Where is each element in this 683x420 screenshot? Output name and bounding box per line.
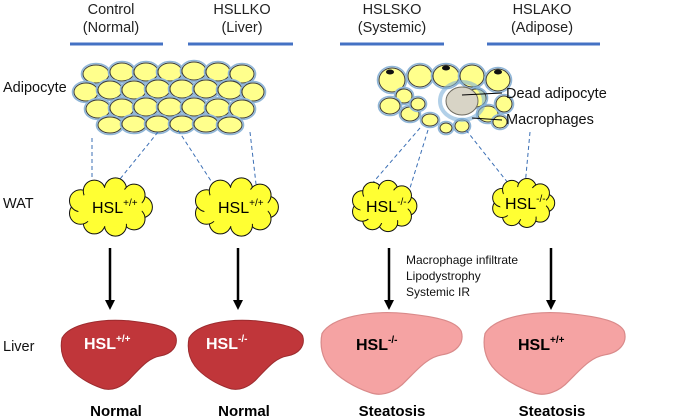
nucleus bbox=[442, 65, 450, 71]
adipocyte bbox=[133, 97, 159, 117]
adipocyte bbox=[408, 95, 428, 113]
adipocyte bbox=[193, 79, 219, 99]
adipocyte bbox=[215, 114, 245, 136]
note-macrophage-infiltrate: Macrophage infiltrate bbox=[406, 253, 518, 267]
dashed-connectors bbox=[91, 127, 531, 189]
adipocyte bbox=[229, 64, 255, 84]
row-label-wat: WAT bbox=[3, 196, 34, 212]
liver-hslsko: HSL-/- bbox=[320, 312, 463, 395]
adipocyte bbox=[410, 97, 426, 111]
wat-cloud: HSL+/+ bbox=[68, 177, 153, 237]
dead-adipocyte-label: Dead adipocyte bbox=[506, 86, 607, 102]
adipocyte bbox=[241, 82, 265, 102]
liver-genotype-hslako: HSL+/+ bbox=[518, 335, 565, 354]
header-control-subtitle: (Normal) bbox=[83, 20, 139, 36]
note-lipodystrophy: Lipodystrophy bbox=[406, 269, 481, 283]
adipocyte bbox=[169, 115, 195, 133]
outcome-hsllko: Normal bbox=[218, 403, 270, 420]
adipocyte bbox=[145, 115, 171, 133]
nucleus bbox=[386, 69, 394, 75]
adipocyte bbox=[393, 86, 415, 106]
column-headers: Control (Normal) HSLLKO (Liver) HSLSKO (… bbox=[70, 2, 600, 46]
outcome-hslsko: Steatosis bbox=[359, 403, 426, 420]
liver-hslako: HSL+/+ bbox=[483, 312, 626, 395]
wat-clouds: HSL+/+ HSL+/+ HSL-/- HSL-/- bbox=[68, 177, 556, 237]
liver-genotype-hslsko: HSL-/- bbox=[356, 335, 397, 354]
liver-control: HSL+/+ bbox=[60, 319, 177, 390]
adipocyte bbox=[157, 97, 183, 117]
adipocyte bbox=[97, 116, 123, 134]
macrophage-ring bbox=[438, 80, 486, 122]
adipocyte bbox=[483, 66, 513, 94]
adipocyte-cluster-inflamed bbox=[376, 62, 515, 136]
header-hsllko-title: HSLLKO bbox=[213, 2, 270, 18]
annotation-dead-adipocyte: Dead adipocyte bbox=[461, 86, 607, 102]
wat-cloud: HSL-/- bbox=[352, 179, 418, 233]
arrows bbox=[105, 248, 556, 310]
adipocyte bbox=[181, 61, 207, 81]
adipocyte bbox=[145, 79, 171, 99]
adipocyte bbox=[421, 113, 439, 127]
adipocyte bbox=[193, 115, 219, 133]
adipocyte bbox=[495, 95, 513, 113]
adipocyte-cluster-normal bbox=[71, 59, 267, 136]
wat-genotype-label: HSL-/- bbox=[505, 194, 546, 213]
dead-adipocyte bbox=[445, 86, 479, 116]
header-control-title: Control bbox=[88, 2, 135, 18]
wat-genotype-label: HSL-/- bbox=[366, 197, 407, 216]
note-systemic-ir: Systemic IR bbox=[406, 285, 470, 299]
adipocyte bbox=[378, 67, 406, 93]
adipocyte bbox=[217, 80, 243, 100]
wat-cloud: HSL+/+ bbox=[194, 177, 279, 237]
annotation-macrophages: Macrophages bbox=[471, 112, 594, 128]
wat-cloud: HSL-/- bbox=[492, 178, 556, 228]
adipocyte bbox=[437, 120, 455, 136]
adipocyte bbox=[493, 93, 515, 115]
adipocyte bbox=[377, 95, 403, 117]
liver-genotype-control: HSL+/+ bbox=[84, 334, 131, 353]
adipocyte bbox=[395, 88, 413, 104]
row-label-adipocyte: Adipocyte bbox=[3, 80, 67, 96]
wat-genotype-label: HSL+/+ bbox=[92, 198, 138, 217]
header-hslsko-title: HSLSKO bbox=[363, 2, 422, 18]
adipocyte bbox=[121, 115, 147, 133]
outcomes: Normal Normal Steatosis Steatosis bbox=[90, 403, 585, 420]
adipocyte bbox=[109, 62, 135, 82]
adipocyte bbox=[217, 116, 243, 134]
adipocyte bbox=[419, 111, 441, 129]
adipocyte bbox=[229, 99, 255, 119]
outcome-hslako: Steatosis bbox=[519, 403, 586, 420]
header-hsllko-subtitle: (Liver) bbox=[221, 20, 262, 36]
adipocyte bbox=[485, 68, 511, 92]
phenotype-notes: Macrophage infiltrate Lipodystrophy Syst… bbox=[406, 253, 518, 299]
adipocyte bbox=[439, 122, 453, 134]
liver-genotype-hsllko: HSL-/- bbox=[206, 334, 247, 353]
adipocyte bbox=[181, 97, 207, 117]
liver-hsllko: HSL-/- bbox=[187, 319, 304, 390]
adipocyte bbox=[169, 79, 195, 99]
nucleus bbox=[494, 69, 502, 75]
row-label-liver: Liver bbox=[3, 339, 35, 355]
dead-adipocyte-pointer bbox=[461, 92, 503, 96]
adipocyte bbox=[407, 64, 433, 88]
macrophages-pointer bbox=[471, 117, 503, 121]
adipocyte bbox=[492, 115, 508, 129]
adipocyte bbox=[379, 97, 401, 115]
header-hslako-title: HSLAKO bbox=[513, 2, 572, 18]
wat-genotype-label: HSL+/+ bbox=[218, 198, 264, 217]
adipocyte bbox=[490, 113, 510, 131]
adipocyte bbox=[97, 80, 123, 100]
header-hslsko-subtitle: (Systemic) bbox=[358, 20, 426, 36]
header-hslako-subtitle: (Adipose) bbox=[511, 20, 573, 36]
macrophages-label: Macrophages bbox=[506, 112, 594, 128]
outcome-control: Normal bbox=[90, 403, 142, 420]
